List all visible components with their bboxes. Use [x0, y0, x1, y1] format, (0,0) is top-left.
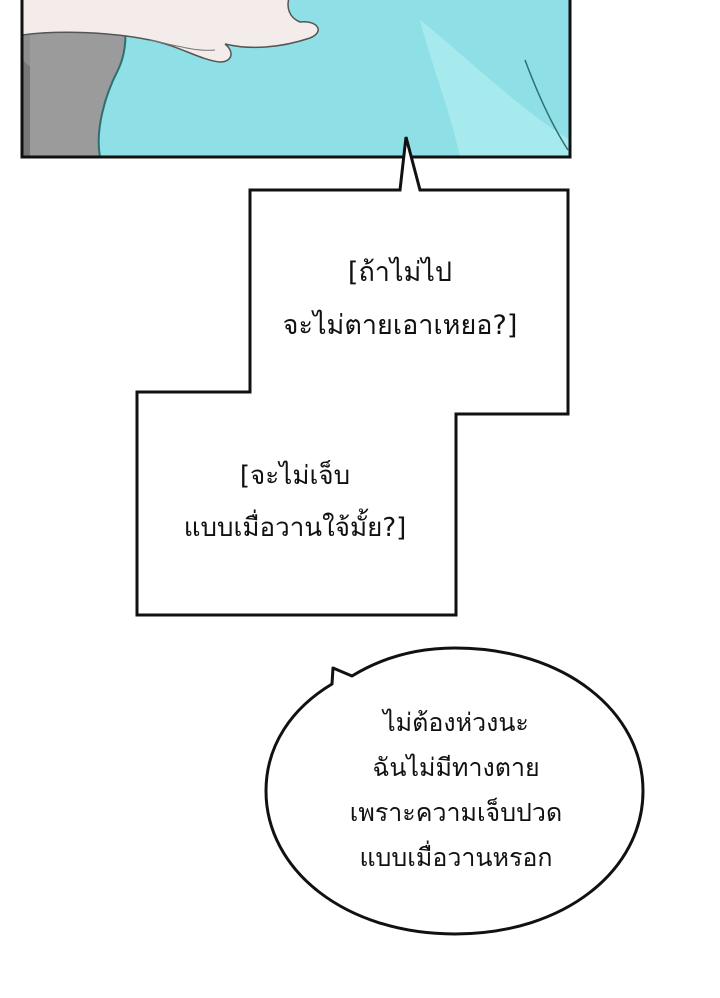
cloth-fold-line [524, 59, 569, 151]
cloth-highlight [420, 20, 570, 157]
bubble-line-2: ฉันไม่มีทางตาย [372, 753, 540, 782]
bubble-line-4: แบบเมื่อวานหรอก [359, 843, 553, 872]
caption-text-1: [ถ้าไม่ไป จะไม่ตายเอาเหยอ?] [250, 246, 550, 352]
caption-2-line-2: แบบเมื่อวานใจ้มั้ย?] [183, 513, 407, 543]
top-panel-artwork [20, 0, 572, 159]
caption-1-line-2: จะไม่ตายเอาเหยอ?] [282, 310, 518, 341]
caption-box-stepped [135, 136, 570, 617]
panel-border [20, 0, 572, 159]
caption-2-line-1: [จะไม่เจ็บ [239, 461, 351, 491]
speech-bubble-text: ไม่ต้องห่วงนะ ฉันไม่มีทางตาย เพราะความเจ… [296, 700, 616, 880]
hand-finger-line [149, 39, 216, 51]
hand [22, 0, 319, 63]
speech-bubble [264, 646, 645, 936]
caption-text-2: [จะไม่เจ็บ แบบเมื่อวานใจ้มั้ย?] [140, 450, 450, 554]
caption-1-line-1: [ถ้าไม่ไป [347, 257, 453, 288]
bubble-line-1: ไม่ต้องห่วงนะ [383, 708, 529, 737]
bubble-line-3: เพราะความเจ็บปวด [349, 798, 563, 827]
